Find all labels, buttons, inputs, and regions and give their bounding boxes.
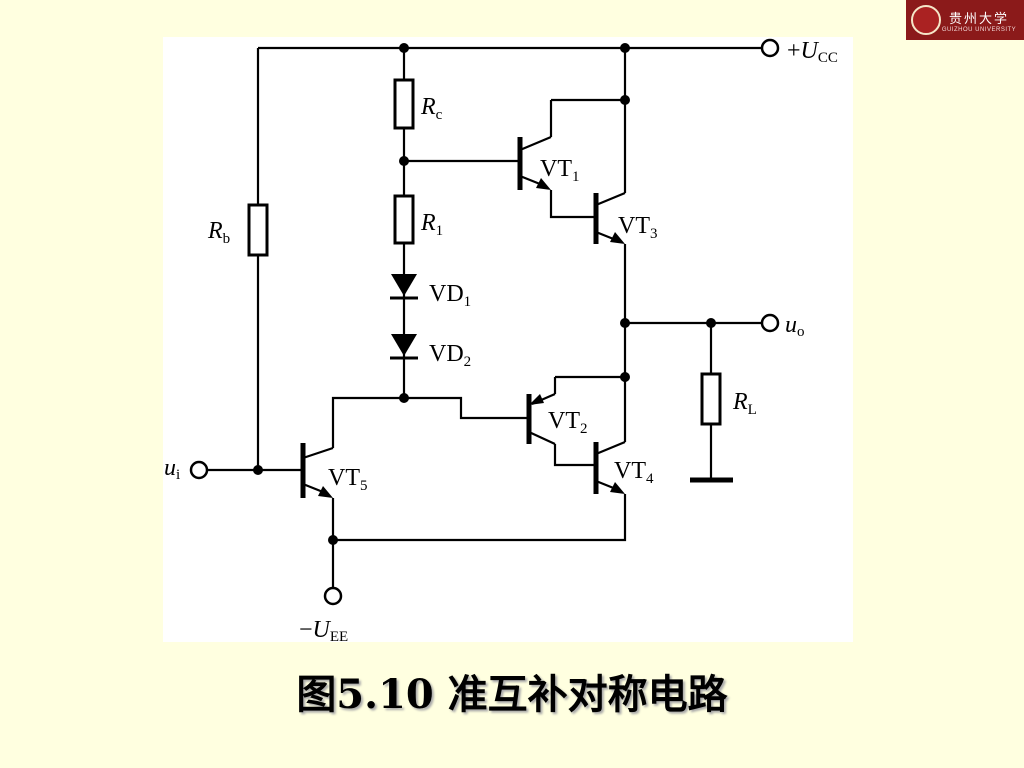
label-vt5: VT5 xyxy=(328,465,368,494)
label-rl: RL xyxy=(732,389,757,418)
wires xyxy=(207,46,762,588)
uee-terminal xyxy=(323,586,343,606)
circuit-diagram: +UCC Rc R1 Rb VD1 VD2 VT1 VT3 VT2 VT4 VT… xyxy=(164,38,838,642)
resistor-r1 xyxy=(393,194,415,245)
transistor-vt1 xyxy=(517,135,552,190)
label-ucc: +UCC xyxy=(787,38,838,66)
label-vt2: VT2 xyxy=(548,408,588,437)
logo-name-cn: 贵州大学 xyxy=(948,11,1009,27)
label-ui: ui xyxy=(164,455,180,483)
resistor-rc xyxy=(393,78,415,130)
resistor-rl xyxy=(700,372,722,426)
junction-dots xyxy=(253,43,716,545)
ui-terminal xyxy=(189,460,209,480)
resistor-rb xyxy=(247,203,269,257)
ucc-terminal xyxy=(760,38,780,58)
label-uo: uo xyxy=(785,312,805,340)
label-vt4: VT4 xyxy=(614,458,654,487)
terminals xyxy=(189,38,780,606)
label-vt1: VT1 xyxy=(540,156,580,185)
label-vt3: VT3 xyxy=(618,213,658,242)
transistor-vt3 xyxy=(593,191,626,244)
transistor-vt5 xyxy=(300,443,334,498)
transistor-vt4 xyxy=(593,440,626,494)
label-vd1: VD1 xyxy=(429,281,471,310)
circuit-diagram-panel: +UCC Rc R1 Rb VD1 VD2 VT1 VT3 VT2 VT4 VT… xyxy=(163,37,853,642)
resistors xyxy=(247,78,722,426)
university-logo: 贵州大学 GUIZHOU UNIVERSITY xyxy=(906,0,1024,40)
uo-terminal xyxy=(760,313,780,333)
transistor-vt2 xyxy=(526,392,556,445)
university-seal-icon xyxy=(911,5,941,35)
label-rc: Rc xyxy=(420,94,443,123)
logo-name-en: GUIZHOU UNIVERSITY xyxy=(941,26,1017,33)
label-r1: R1 xyxy=(420,210,443,239)
label-uee: −UEE xyxy=(299,617,348,642)
diode-vd2 xyxy=(390,300,418,360)
figure-caption: 图5.10 准互补对称电路 xyxy=(296,671,728,718)
wire-bottom-rail xyxy=(333,494,627,542)
label-rb: Rb xyxy=(207,218,230,247)
label-vd2: VD2 xyxy=(429,341,471,370)
diode-vd1 xyxy=(390,270,418,300)
